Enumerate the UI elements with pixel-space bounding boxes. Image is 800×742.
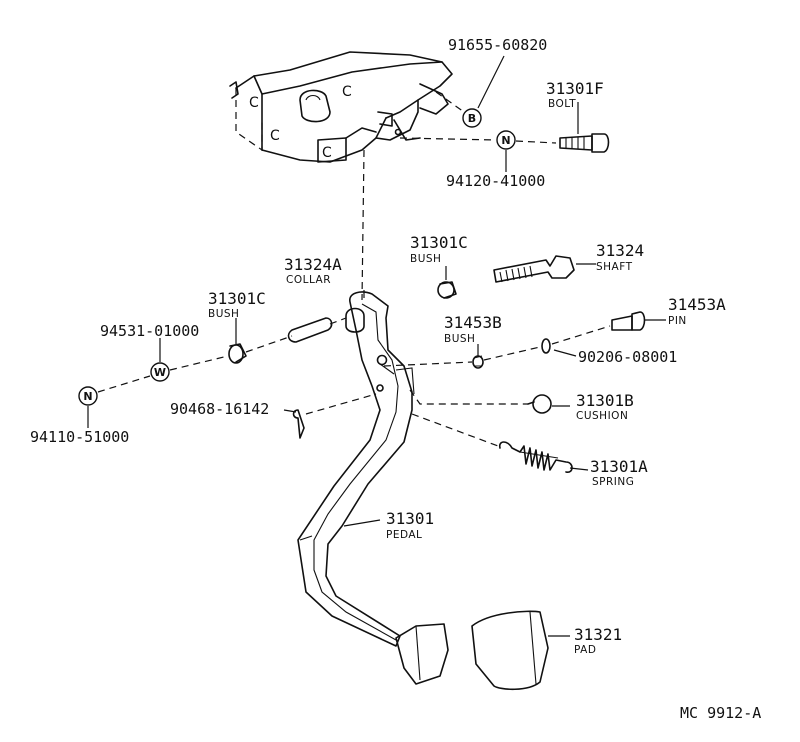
bracket-mark-3: C xyxy=(322,145,332,161)
label-31301C-top-number: 31301C xyxy=(410,233,468,252)
label-94120-41000: 94120-41000 xyxy=(446,172,545,190)
nut-n-upper-symbol: N xyxy=(496,130,516,150)
assembly-lines xyxy=(97,91,611,447)
spring-part xyxy=(498,441,573,473)
svg-text:W: W xyxy=(154,366,166,379)
label-31301C-left-number: 31301C xyxy=(208,289,266,308)
label-31321-number: 31321 xyxy=(574,625,622,644)
label-91655-60820: 91655-60820 xyxy=(448,36,547,54)
label-31324-number: 31324 xyxy=(596,241,644,260)
label-31301-number: 31301 xyxy=(386,509,434,528)
label-31301A-name: SPRING xyxy=(592,476,634,488)
leader-lines xyxy=(87,55,666,637)
svg-text:N: N xyxy=(501,134,510,147)
label-31301B-name: CUSHION xyxy=(576,410,628,422)
bush-top-part xyxy=(437,281,457,299)
label-31453A-number: 31453A xyxy=(668,295,726,314)
pedal-pad-on-arm xyxy=(395,623,449,685)
label-90468-16142: 90468-16142 xyxy=(170,400,269,418)
bolt-part xyxy=(559,133,610,153)
label-31301A-number: 31301A xyxy=(590,457,648,476)
label-31301F-name: BOLT xyxy=(548,98,576,110)
diagram-reference: MC 9912-A xyxy=(680,704,761,722)
label-31453B-name: BUSH xyxy=(444,333,475,345)
label-31324A-name: COLLAR xyxy=(286,274,331,286)
pedal-pad-part xyxy=(471,610,549,691)
collar-part xyxy=(287,317,333,343)
bracket-mark-2: C xyxy=(270,128,280,144)
label-31301C-top-name: BUSH xyxy=(410,253,441,265)
label-31453B-number: 31453B xyxy=(444,313,502,332)
label-31301-name: PEDAL xyxy=(386,529,422,541)
bracket-mark-4: C xyxy=(342,84,352,100)
bush-left-part xyxy=(228,343,247,364)
pedal-arm xyxy=(297,291,415,647)
label-94110-51000: 94110-51000 xyxy=(30,428,129,446)
pin-part xyxy=(611,311,646,331)
svg-text:B: B xyxy=(468,112,476,125)
pedal-support-bracket: C C C C xyxy=(229,51,453,163)
label-31324-name: SHAFT xyxy=(596,261,633,273)
washer-w-symbol: W xyxy=(150,362,170,382)
label-31453A-name: PIN xyxy=(668,315,687,327)
bracket-mark-1: C xyxy=(249,95,259,111)
label-31301C-left-name: BUSH xyxy=(208,308,239,320)
bush-small-part xyxy=(472,355,484,369)
label-94531-01000: 94531-01000 xyxy=(100,322,199,340)
svg-text:N: N xyxy=(83,390,92,403)
cotter-pin-part xyxy=(292,409,305,439)
label-31301B-number: 31301B xyxy=(576,391,634,410)
shaft-part xyxy=(493,255,575,283)
label-90206-08001: 90206-08001 xyxy=(578,348,677,366)
bolt-b-symbol: B xyxy=(462,108,482,128)
label-31324A-number: 31324A xyxy=(284,255,342,274)
label-31321-name: PAD xyxy=(574,644,596,656)
label-31301F-number: 31301F xyxy=(546,79,604,98)
nut-n-lower-symbol: N xyxy=(78,386,98,406)
washer-part xyxy=(541,338,551,354)
cushion-part xyxy=(527,394,552,414)
